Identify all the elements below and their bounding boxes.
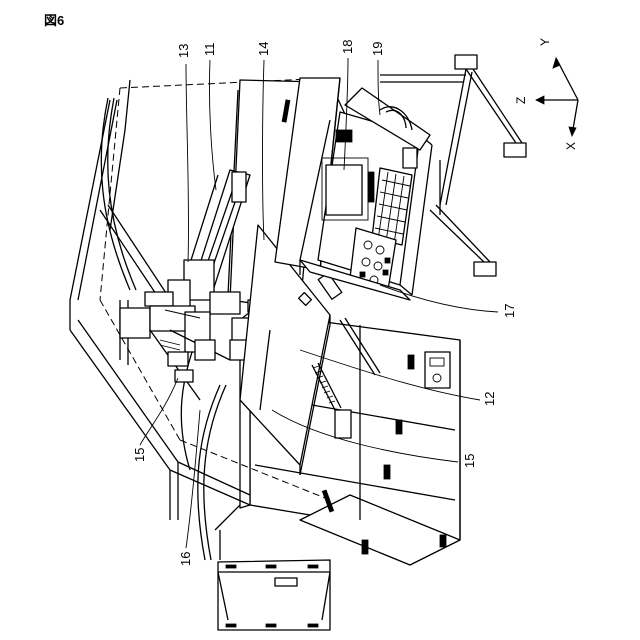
axis-triad: Y Z X bbox=[514, 38, 578, 150]
monitor-screen bbox=[326, 165, 362, 215]
stand-foot bbox=[474, 262, 496, 276]
tray-body bbox=[218, 560, 330, 630]
callout-15-right: 15 bbox=[462, 454, 477, 468]
rail-end-block bbox=[232, 172, 246, 202]
callout-14: 14 bbox=[256, 42, 271, 56]
vent-slot bbox=[408, 355, 414, 369]
vent-slot bbox=[396, 420, 402, 434]
callout-11: 11 bbox=[202, 43, 217, 57]
z-axis-arrowhead bbox=[536, 96, 544, 104]
monitor-vent bbox=[336, 130, 352, 142]
cabinet-panel bbox=[425, 352, 450, 388]
keyboard-slot bbox=[368, 172, 374, 202]
callout-12: 12 bbox=[482, 392, 497, 406]
stand-foot bbox=[455, 55, 477, 69]
leader-11 bbox=[209, 60, 216, 190]
z-axis-label: Z bbox=[514, 97, 528, 104]
x-axis-arrowhead bbox=[569, 127, 576, 136]
operator-console bbox=[275, 78, 432, 300]
callout-13: 13 bbox=[176, 44, 191, 58]
gantry-head bbox=[120, 308, 150, 338]
vent-slot bbox=[362, 540, 368, 554]
leader-13 bbox=[186, 64, 189, 262]
callout-16: 16 bbox=[178, 552, 193, 566]
vent-slot bbox=[440, 535, 446, 547]
x-axis-label: X bbox=[564, 142, 578, 150]
screw-motor bbox=[335, 410, 351, 438]
callout-18: 18 bbox=[340, 40, 355, 54]
y-axis-arrowhead bbox=[553, 58, 560, 68]
callout-15-left: 15 bbox=[132, 448, 147, 462]
y-axis-label: Y bbox=[538, 38, 552, 46]
callout-17: 17 bbox=[502, 304, 517, 318]
callout-19: 19 bbox=[370, 42, 385, 56]
output-tray bbox=[218, 560, 330, 630]
vent-slot bbox=[384, 465, 390, 479]
tray-handle bbox=[275, 578, 297, 586]
stand-foot bbox=[504, 143, 526, 157]
console-switch bbox=[403, 148, 417, 168]
